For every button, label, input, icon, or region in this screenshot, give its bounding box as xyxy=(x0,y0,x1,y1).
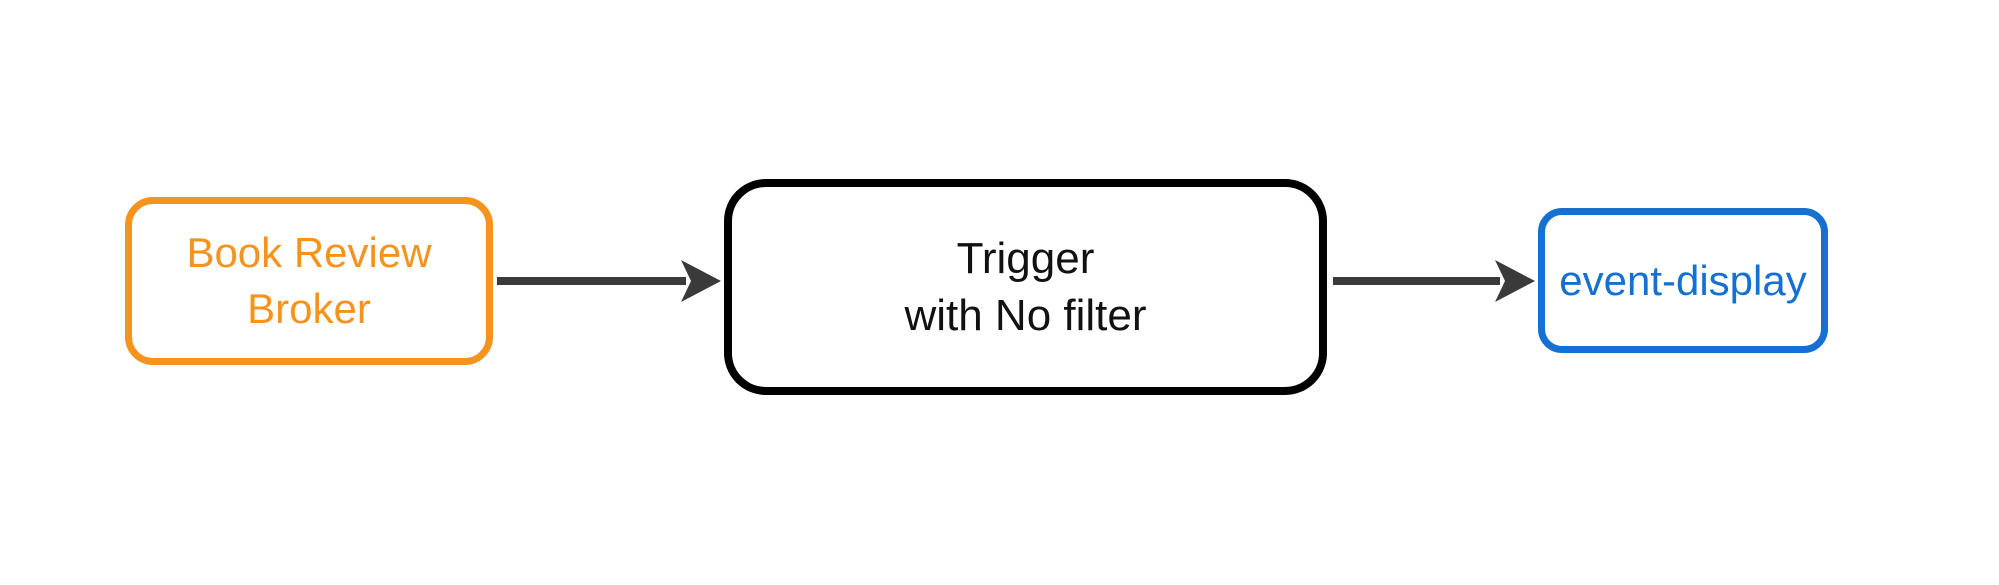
node-event-display: event-display xyxy=(1538,208,1828,353)
node-label-line: Trigger xyxy=(956,234,1095,283)
arrowhead-icon xyxy=(681,260,721,302)
node-label-line: event-display xyxy=(1559,256,1807,304)
node-label-line: with No filter xyxy=(904,291,1147,340)
node-label-line: Book Review xyxy=(186,229,432,276)
edge-broker-to-trigger xyxy=(497,260,721,302)
arrowhead-icon xyxy=(1495,260,1535,302)
node-trigger-with-no-filter: Trigger with No filter xyxy=(724,179,1327,395)
node-book-review-broker: Book Review Broker xyxy=(125,197,493,365)
edge-trigger-to-event-display xyxy=(1333,260,1535,302)
node-label-line: Broker xyxy=(247,285,371,332)
